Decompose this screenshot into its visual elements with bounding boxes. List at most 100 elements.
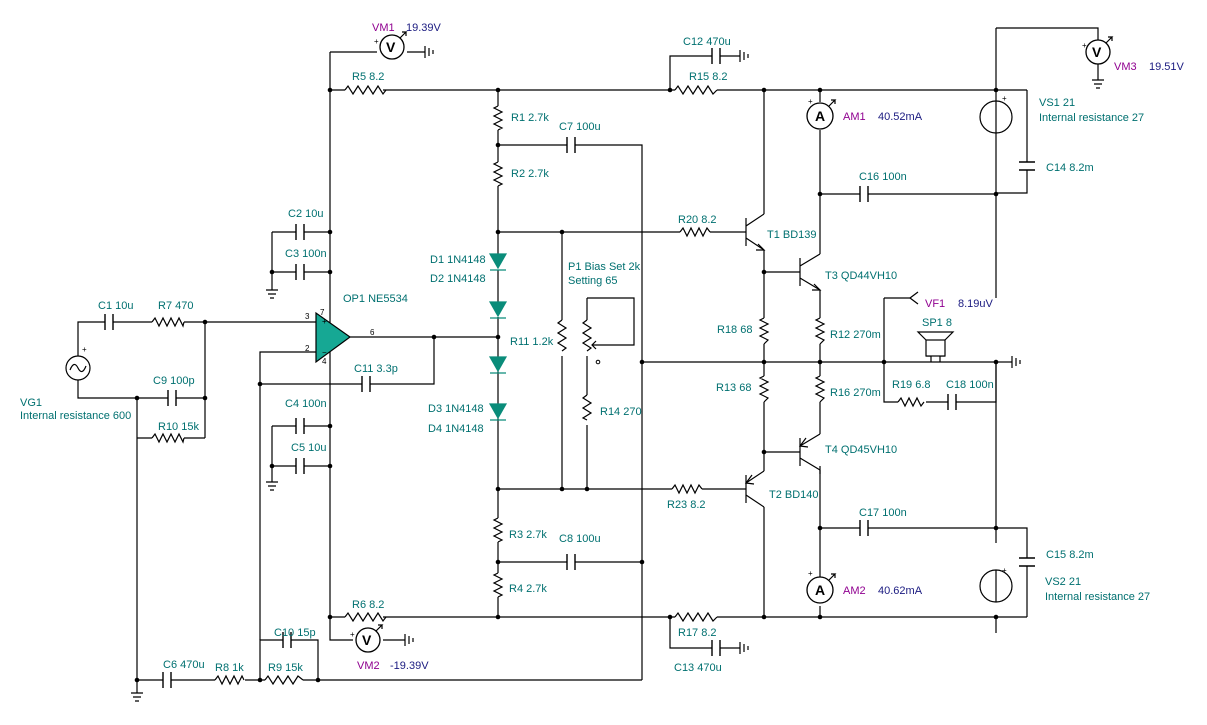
ground-icon bbox=[266, 289, 278, 299]
d2-label: D2 1N4148 bbox=[430, 273, 486, 285]
wires bbox=[77, 27, 1099, 681]
r15-label: R15 8.2 bbox=[689, 71, 728, 83]
c2-label: C2 10u bbox=[288, 208, 323, 220]
c5-label: C5 10u bbox=[291, 442, 326, 454]
svg-text:+: + bbox=[808, 569, 813, 578]
r18-symbol bbox=[758, 317, 770, 345]
d1-symbol bbox=[488, 253, 508, 271]
c8-label: C8 100u bbox=[559, 533, 601, 545]
c18-symbol bbox=[947, 394, 957, 410]
d4-symbol bbox=[488, 403, 508, 421]
r10-symbol bbox=[151, 432, 185, 444]
ammeter-am2: A + bbox=[806, 569, 837, 604]
r16-label: R16 270m bbox=[830, 387, 881, 399]
t1-label: T1 BD139 bbox=[767, 229, 817, 241]
c17-symbol bbox=[859, 520, 869, 536]
c7-label: C7 100u bbox=[559, 121, 601, 133]
c16-label: C16 100n bbox=[859, 171, 907, 183]
p1-wiper-arrow bbox=[591, 340, 600, 350]
svg-text:+: + bbox=[374, 37, 379, 46]
c12-symbol bbox=[711, 48, 721, 64]
c13-symbol bbox=[711, 640, 721, 656]
t4-symbol bbox=[799, 433, 821, 471]
meters: V + V + V + A + A + bbox=[350, 31, 1114, 653]
r4-label: R4 2.7k bbox=[509, 583, 547, 595]
op1-label: OP1 NE5534 bbox=[343, 293, 408, 305]
t3-label: T3 QD44VH10 bbox=[825, 270, 897, 282]
vm2-label: VM2 bbox=[357, 660, 380, 672]
c6-symbol bbox=[162, 672, 172, 688]
ground-icon bbox=[266, 481, 278, 491]
opamp-op1: + − 3 2 6 7 4 bbox=[305, 308, 375, 366]
r2-symbol bbox=[492, 161, 504, 187]
svg-text:+: + bbox=[1082, 41, 1087, 50]
ammeter-am1: A + bbox=[806, 97, 837, 130]
r4-symbol bbox=[492, 572, 504, 598]
d2-symbol bbox=[488, 301, 508, 319]
c10-symbol bbox=[282, 632, 292, 648]
grounds bbox=[131, 46, 1104, 702]
vs2-sub: Internal resistance 27 bbox=[1045, 591, 1150, 603]
c18-label: C18 100n bbox=[946, 379, 994, 391]
ground-icon bbox=[131, 680, 143, 702]
vm2-value: -19.39V bbox=[390, 660, 429, 672]
svg-text:V: V bbox=[386, 39, 396, 55]
ground-icon bbox=[739, 642, 749, 654]
vs2-label: VS2 21 bbox=[1045, 576, 1081, 588]
r5-symbol bbox=[344, 84, 387, 96]
r18-label: R18 68 bbox=[717, 324, 752, 336]
op1-pin-plus: 3 bbox=[305, 312, 310, 321]
r9-symbol bbox=[264, 674, 304, 686]
t1-symbol bbox=[745, 213, 765, 251]
svg-text:A: A bbox=[815, 582, 825, 598]
t2-symbol bbox=[745, 470, 765, 508]
r17-label: R17 8.2 bbox=[678, 627, 717, 639]
vm3-label: VM3 bbox=[1114, 61, 1137, 73]
c15-symbol bbox=[1019, 557, 1035, 567]
ground-icon bbox=[1092, 79, 1104, 89]
svg-text:+: + bbox=[322, 317, 327, 326]
c3-symbol bbox=[295, 264, 305, 280]
ground-icon bbox=[1011, 356, 1021, 368]
vs1-sub: Internal resistance 27 bbox=[1039, 112, 1144, 124]
ground-icon bbox=[424, 46, 434, 58]
vf1-value: 8.19uV bbox=[958, 298, 994, 310]
svg-text:+: + bbox=[82, 345, 87, 354]
r14-symbol bbox=[581, 394, 593, 421]
voltmeter-vm2: V + bbox=[350, 624, 384, 653]
c3-label: C3 100n bbox=[285, 248, 327, 260]
vm1-label: VM1 bbox=[372, 22, 395, 34]
am1-value: 40.52mA bbox=[878, 111, 923, 123]
r14-label: R14 270 bbox=[600, 406, 642, 418]
r8-symbol bbox=[214, 674, 245, 686]
p1-sub: Setting 65 bbox=[568, 275, 618, 287]
ground-icon bbox=[739, 50, 749, 62]
svg-text:V: V bbox=[362, 632, 372, 648]
r16-symbol bbox=[814, 375, 826, 403]
transistors bbox=[744, 213, 822, 508]
svg-text:A: A bbox=[815, 108, 825, 124]
d3-symbol bbox=[488, 356, 508, 374]
c15-label: C15 8.2m bbox=[1046, 549, 1094, 561]
op1-pin-minus: 2 bbox=[305, 344, 310, 353]
r17-symbol bbox=[674, 611, 718, 623]
vf1-label: VF1 bbox=[925, 298, 945, 310]
c1-label: C1 10u bbox=[98, 300, 133, 312]
speaker-sp1 bbox=[916, 331, 955, 357]
r12-symbol bbox=[814, 317, 826, 345]
labels: VM1 19.39V VM2 -19.39V VM3 19.51V AM1 40… bbox=[20, 22, 1185, 674]
c11-label: C11 3.3p bbox=[354, 363, 398, 375]
svg-text:+: + bbox=[1002, 566, 1007, 575]
vm1-value: 19.39V bbox=[406, 22, 442, 34]
r5-label: R5 8.2 bbox=[352, 71, 384, 83]
r3-label: R3 2.7k bbox=[509, 529, 547, 541]
r6-symbol bbox=[344, 611, 387, 623]
r11-label: R11 1.2k bbox=[510, 336, 554, 348]
r1-symbol bbox=[492, 105, 504, 131]
r23-label: R23 8.2 bbox=[667, 499, 706, 511]
r11-symbol bbox=[556, 319, 568, 352]
t2-label: T2 BD140 bbox=[769, 489, 819, 501]
r13-symbol bbox=[758, 375, 770, 403]
r19-label: R19 6.8 bbox=[892, 379, 931, 391]
